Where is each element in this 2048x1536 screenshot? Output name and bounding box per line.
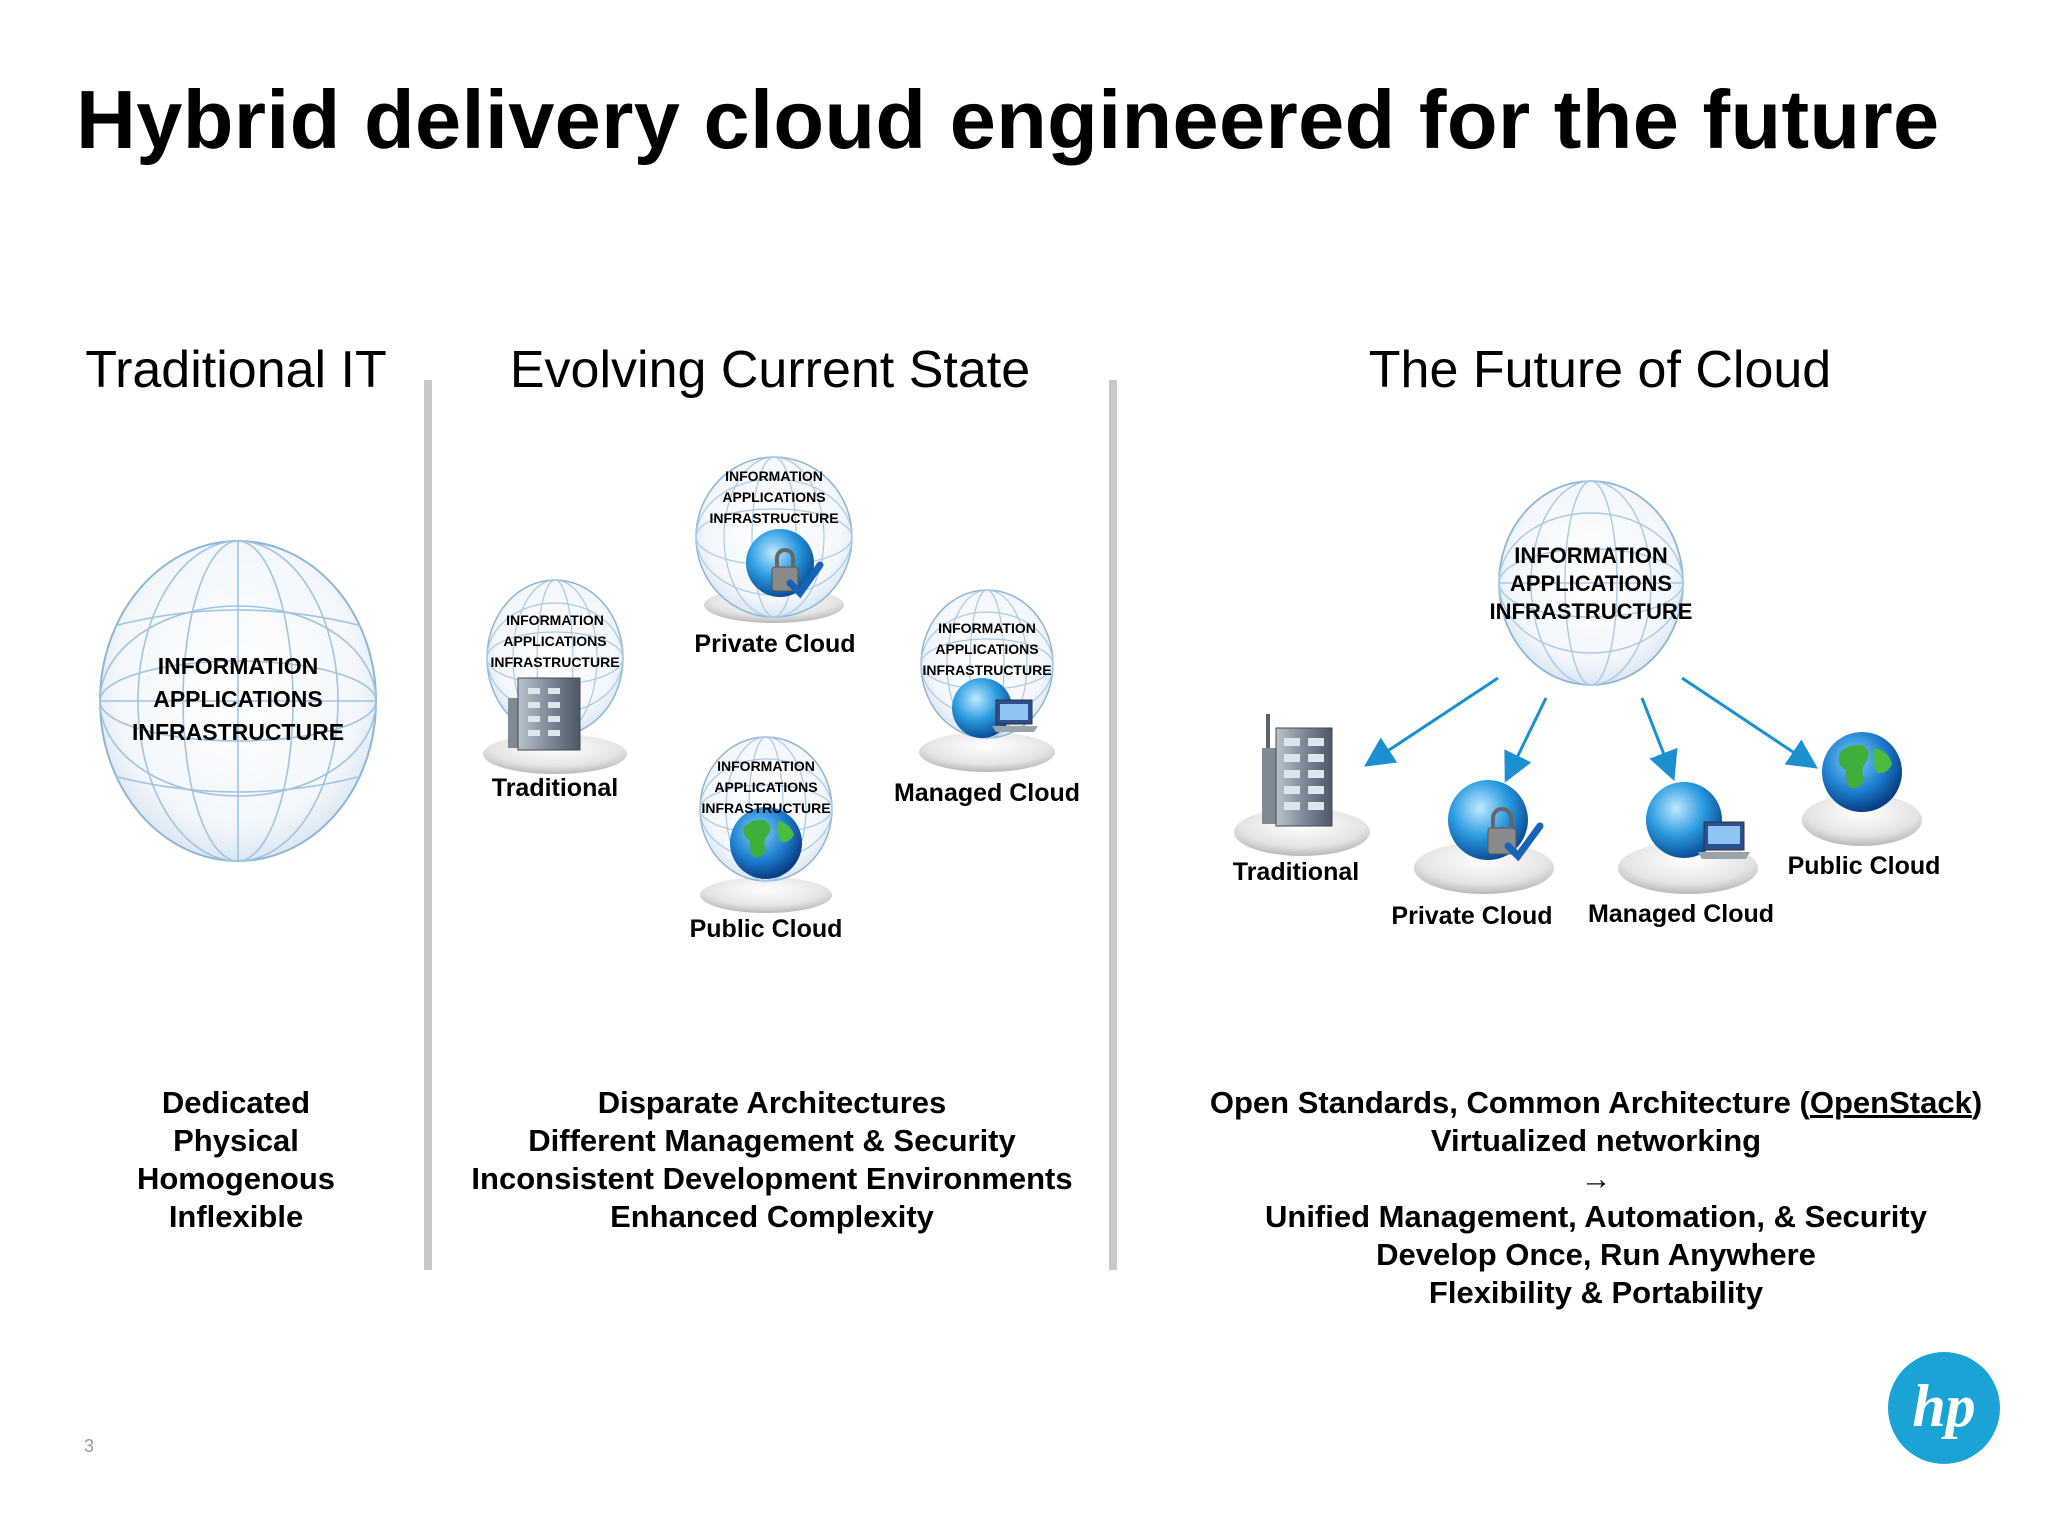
evolving-bullets: Disparate Architectures Different Manage… (471, 1085, 1073, 1234)
private-cloud-globe-text: INFORMATION APPLICATIONS INFRASTRUCTURE (709, 468, 839, 526)
future-managed-cloud-label: Managed Cloud (1587, 900, 1775, 928)
public-cloud-globe-text: INFORMATION APPLICATIONS INFRASTRUCTURE (701, 758, 831, 816)
traditional-globe-icon (483, 579, 627, 774)
traditional-it-globe-text: INFORMATION APPLICATIONS INFRASTRUCTURE (131, 653, 345, 745)
managed-cloud-globe-text: INFORMATION APPLICATIONS INFRASTRUCTURE (922, 620, 1052, 678)
openstack-link[interactable]: OpenStack (1809, 1085, 1972, 1120)
future-arrows (1363, 676, 1818, 783)
future-central-globe-text: INFORMATION APPLICATIONS INFRASTRUCTURE (1489, 543, 1693, 624)
future-bullet-line1: Open Standards, Common Architecture (Ope… (1209, 1085, 1983, 1120)
svg-text:hp: hp (1912, 1373, 1975, 1439)
heading-evolving: Evolving Current State (509, 341, 1031, 399)
page-number: 3 (84, 1436, 95, 1456)
private-cloud-globe-icon (695, 456, 853, 623)
laptop-icon (1618, 782, 1758, 894)
heading-future: The Future of Cloud (1368, 341, 1832, 399)
column-divider-right (1109, 380, 1117, 1270)
arrow-right-icon: → (1580, 1161, 1612, 1196)
arrow-to-private (1504, 697, 1548, 783)
public-cloud-globe-icon (699, 736, 833, 913)
heading-traditional-it: Traditional IT (85, 341, 387, 399)
column-divider-left (424, 380, 432, 1270)
future-private-cloud-label: Private Cloud (1391, 902, 1553, 930)
private-cloud-label: Private Cloud (694, 630, 856, 658)
arrow-to-managed (1640, 697, 1678, 782)
managed-cloud-label: Managed Cloud (893, 779, 1081, 807)
future-bullets: Open Standards, Common Architecture (Ope… (1126, 1084, 2048, 1312)
lock-check-icon (1414, 780, 1554, 894)
traditional-label: Traditional (491, 774, 619, 802)
slide-title: Hybrid delivery cloud engineered for the… (76, 73, 1940, 166)
building-icon (1234, 714, 1370, 856)
managed-cloud-globe-icon (919, 589, 1055, 772)
future-public-cloud-label: Public Cloud (1787, 852, 1941, 880)
public-cloud-label: Public Cloud (689, 915, 843, 943)
arrow-to-public (1681, 676, 1818, 769)
future-traditional-label: Traditional (1232, 858, 1360, 886)
earth-icon (1802, 732, 1922, 846)
arrow-to-traditional (1363, 676, 1499, 767)
globe-wireframe-icon (99, 540, 377, 862)
traditional-globe-text: INFORMATION APPLICATIONS INFRASTRUCTURE (490, 612, 620, 670)
future-central-globe-icon (1498, 480, 1684, 686)
traditional-it-bullets: Dedicated Physical Homogenous Inflexible (136, 1085, 336, 1234)
hp-logo-icon: hp (1888, 1352, 2000, 1464)
